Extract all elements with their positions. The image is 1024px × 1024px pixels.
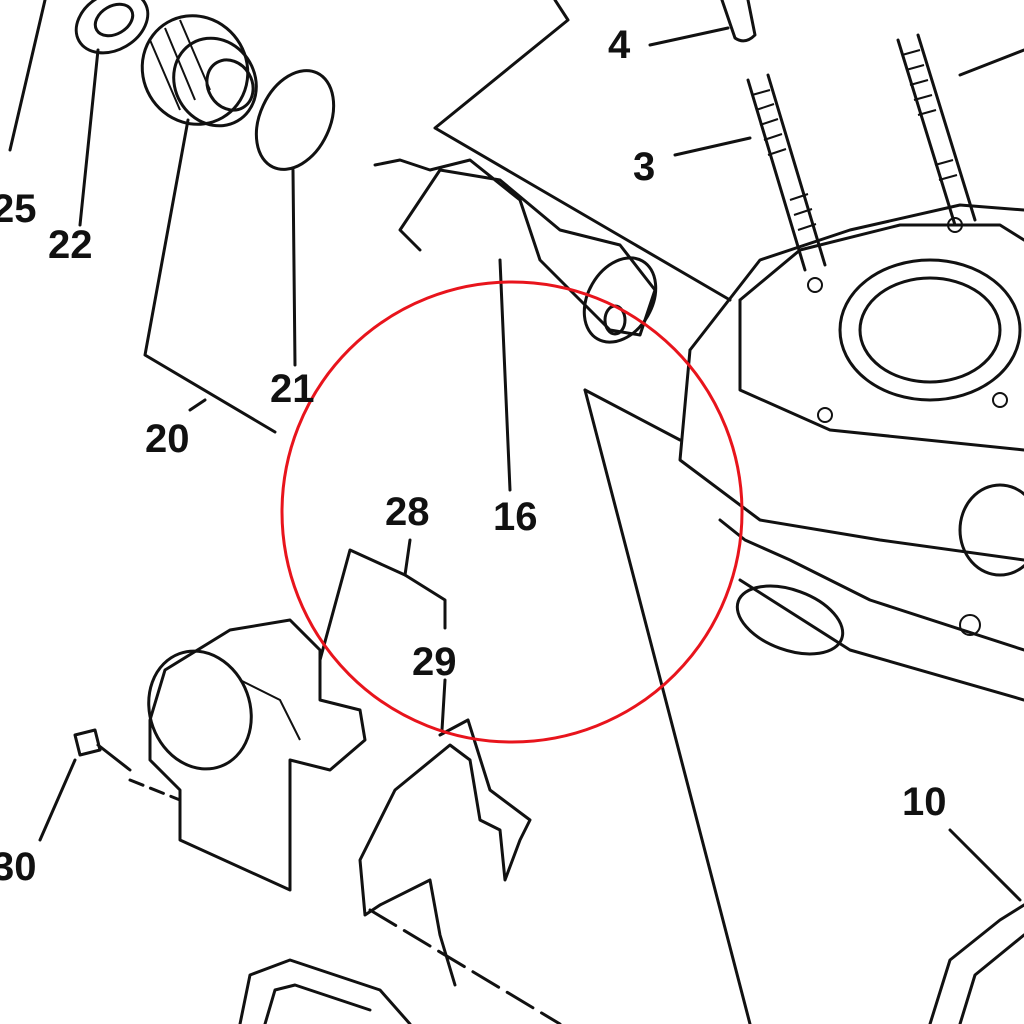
part-o-ring (254, 69, 336, 171)
callout-labels: 25 22 4 3 21 20 28 16 29 10 30 (0, 23, 947, 889)
callout-29: 29 (412, 640, 457, 684)
part-bolt (73, 728, 132, 772)
part-boot (140, 14, 258, 128)
callout-3: 3 (633, 145, 655, 189)
callout-28: 28 (385, 490, 430, 534)
part-cylinder (678, 203, 1024, 702)
part-base-gasket (928, 903, 1024, 1024)
callout-4: 4 (608, 23, 631, 67)
callout-22: 22 (48, 223, 93, 267)
callout-30: 30 (0, 845, 37, 889)
callout-16: 16 (493, 495, 538, 539)
callout-20: 20 (145, 417, 190, 461)
part-gasket (358, 718, 532, 987)
part-oil-seal (74, 0, 150, 55)
callout-25: 25 (0, 187, 37, 231)
highlight-circle (280, 280, 744, 744)
part-studs (746, 33, 977, 272)
part-valve-assembly (373, 158, 658, 344)
callout-10: 10 (902, 780, 947, 824)
callout-21: 21 (270, 367, 315, 411)
part-dowel (720, 0, 757, 43)
part-cover (238, 958, 412, 1024)
leader-lines (8, 0, 1024, 1024)
part-intake-manifold (147, 618, 367, 892)
